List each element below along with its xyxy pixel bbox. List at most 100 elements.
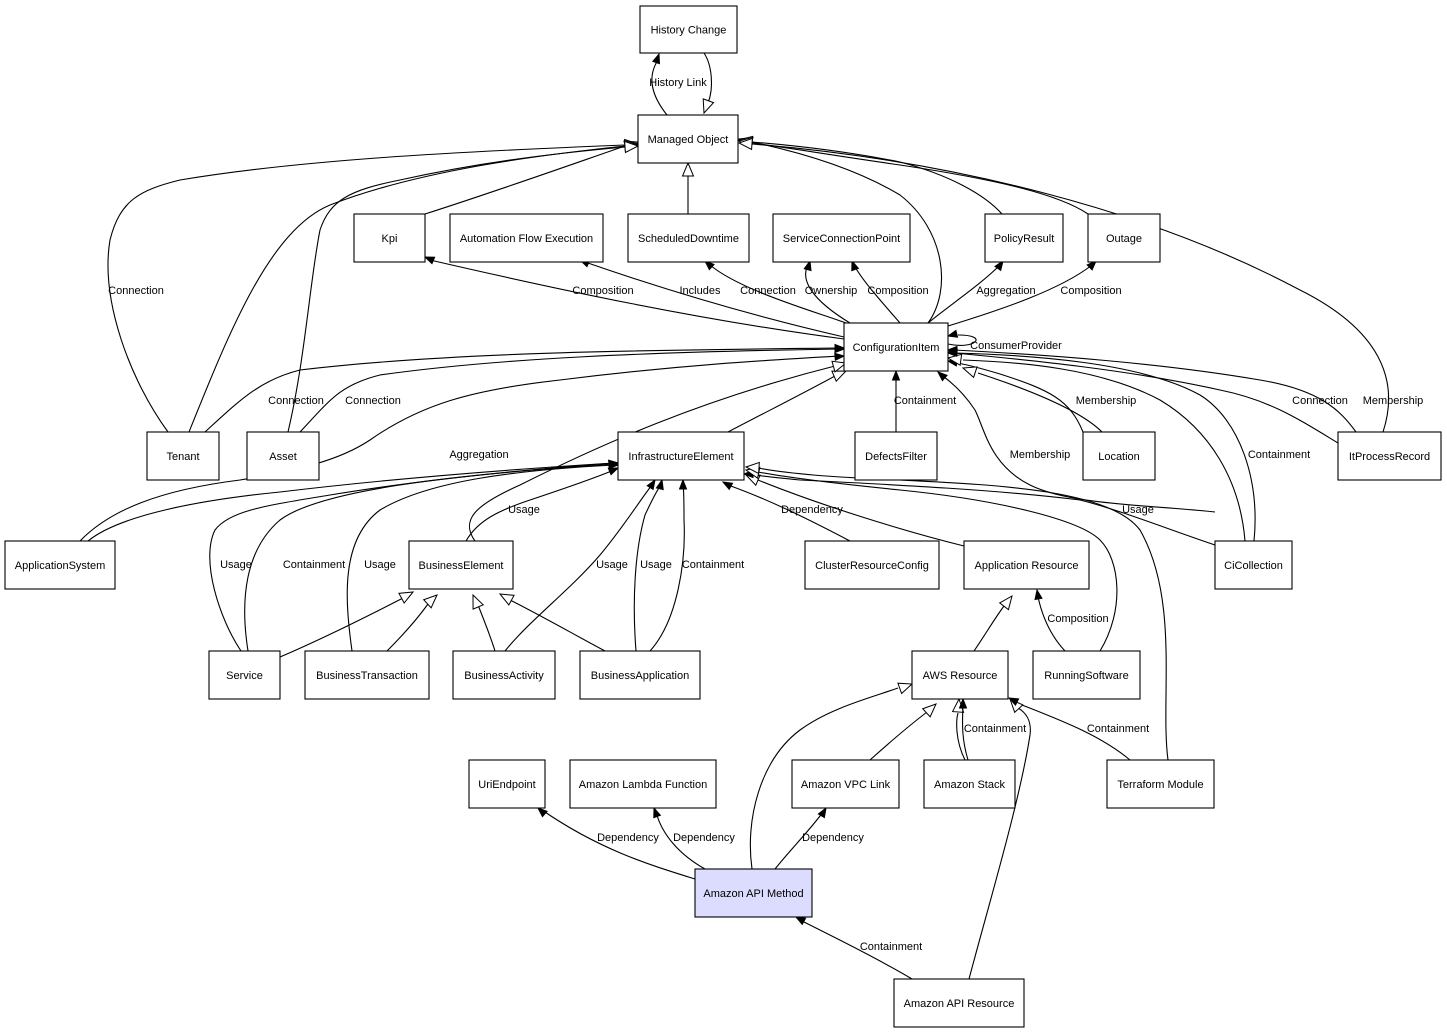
node-box bbox=[637, 114, 739, 164]
edge-terraform-module-to-aws-resource bbox=[1007, 697, 1131, 761]
node-box bbox=[1106, 759, 1215, 809]
node-label: ScheduledDowntime bbox=[638, 233, 739, 245]
edge-line bbox=[956, 712, 966, 761]
edge-line bbox=[947, 334, 977, 346]
node-box bbox=[963, 540, 1090, 590]
node-cluster-resource-config[interactable]: ClusterResourceConfig bbox=[804, 540, 940, 590]
edge-label: Containment bbox=[894, 395, 956, 407]
edge-business-activity-to-infrastructure-element bbox=[504, 478, 656, 652]
node-kpi[interactable]: Kpi bbox=[353, 213, 426, 263]
node-history-change[interactable]: History Change bbox=[639, 5, 738, 54]
edge-configuration-item-to-service-connection-point bbox=[851, 259, 901, 324]
node-business-transaction[interactable]: BusinessTransaction bbox=[304, 650, 430, 700]
edge-line bbox=[633, 484, 662, 652]
node-box bbox=[1082, 431, 1156, 481]
association-arrowhead bbox=[536, 807, 548, 818]
node-box bbox=[923, 759, 1016, 809]
node-configuration-item[interactable]: ConfigurationItem bbox=[843, 322, 949, 372]
edge-line bbox=[727, 375, 836, 433]
edge-it-process-record-to-configuration-item bbox=[946, 348, 1339, 444]
node-box bbox=[843, 322, 949, 372]
node-box bbox=[408, 540, 514, 590]
edge-label: Containment bbox=[860, 941, 922, 953]
edge-amazon-stack-to-aws-resource bbox=[958, 697, 969, 761]
node-application-resource[interactable]: Application Resource bbox=[963, 540, 1090, 590]
edge-label: Connection bbox=[268, 395, 324, 407]
node-label: Amazon API Resource bbox=[904, 998, 1015, 1010]
edge-business-activity-to-business-element bbox=[472, 593, 496, 652]
edge-service-to-business-element bbox=[279, 591, 415, 658]
node-application-system[interactable]: ApplicationSystem bbox=[4, 540, 116, 590]
inheritance-arrowhead bbox=[897, 682, 914, 695]
edge-line bbox=[751, 141, 1003, 215]
node-box bbox=[1214, 540, 1293, 590]
inheritance-arrowhead bbox=[998, 594, 1013, 611]
edge-business-element-to-infrastructure-element bbox=[465, 467, 620, 542]
node-amazon-api-method[interactable]: Amazon API Method bbox=[694, 868, 813, 918]
edge-line bbox=[709, 264, 847, 324]
edge-line bbox=[951, 361, 1084, 433]
edge-amazon-api-method-to-uri-endpoint bbox=[536, 807, 696, 880]
node-label: Amazon VPC Link bbox=[801, 779, 891, 791]
node-amazon-vpc-link[interactable]: Amazon VPC Link bbox=[791, 759, 900, 809]
edge-label: History Link bbox=[649, 77, 707, 89]
edge-line bbox=[757, 479, 965, 547]
edge-it-process-record-to-configuration-item bbox=[946, 345, 1357, 433]
node-infrastructure-element[interactable]: InfrastructureElement bbox=[617, 431, 745, 481]
node-box bbox=[893, 978, 1025, 1028]
node-amazon-api-resource[interactable]: Amazon API Resource bbox=[893, 978, 1025, 1028]
edge-line bbox=[79, 355, 841, 542]
node-ci-collection[interactable]: CiCollection bbox=[1214, 540, 1293, 590]
edge-line bbox=[799, 919, 913, 980]
edge-label: Aggregation bbox=[449, 449, 508, 461]
node-it-process-record[interactable]: ItProcessRecord bbox=[1337, 431, 1442, 481]
node-automation-flow-execution[interactable]: Automation Flow Execution bbox=[449, 213, 604, 263]
node-terraform-module[interactable]: Terraform Module bbox=[1106, 759, 1215, 809]
node-managed-object[interactable]: Managed Object bbox=[637, 114, 739, 164]
node-business-application[interactable]: BusinessApplication bbox=[579, 650, 701, 700]
node-amazon-lambda-function[interactable]: Amazon Lambda Function bbox=[569, 759, 717, 809]
association-arrowhead bbox=[958, 697, 968, 709]
inheritance-arrowhead bbox=[961, 366, 978, 379]
node-amazon-stack[interactable]: Amazon Stack bbox=[923, 759, 1016, 809]
node-service-connection-point[interactable]: ServiceConnectionPoint bbox=[772, 213, 911, 263]
node-business-element[interactable]: BusinessElement bbox=[408, 540, 514, 590]
node-tenant[interactable]: Tenant bbox=[146, 431, 220, 481]
edge-configuration-item-to-policy-result bbox=[927, 259, 1004, 324]
edge-label: ConsumerProvider bbox=[970, 340, 1062, 352]
edge-label: Usage bbox=[596, 559, 628, 571]
node-asset[interactable]: Asset bbox=[246, 431, 320, 481]
node-box bbox=[208, 650, 281, 700]
node-defects-filter[interactable]: DefectsFilter bbox=[854, 431, 938, 481]
edge-line bbox=[584, 261, 845, 338]
edge-label: Connection bbox=[108, 285, 164, 297]
node-box bbox=[694, 868, 813, 918]
edge-label: Containment bbox=[964, 723, 1026, 735]
inheritance-arrowhead bbox=[921, 703, 937, 718]
node-policy-result[interactable]: PolicyResult bbox=[984, 213, 1064, 263]
node-box bbox=[911, 650, 1009, 700]
node-business-activity[interactable]: BusinessActivity bbox=[452, 650, 556, 700]
edge-it-process-record-to-managed-object bbox=[737, 137, 1390, 433]
node-uri-endpoint[interactable]: UriEndpoint bbox=[468, 759, 546, 809]
node-service[interactable]: Service bbox=[208, 650, 281, 700]
edge-line bbox=[943, 376, 1216, 513]
node-label: DefectsFilter bbox=[865, 451, 927, 463]
edge-line bbox=[287, 146, 626, 433]
node-aws-resource[interactable]: AWS Resource bbox=[911, 650, 1009, 700]
node-label: RunningSoftware bbox=[1044, 670, 1128, 682]
node-location[interactable]: Location bbox=[1082, 431, 1156, 481]
inheritance-arrowhead bbox=[946, 353, 963, 366]
edge-label: Composition bbox=[1060, 285, 1121, 297]
edge-configuration-item-to-outage bbox=[947, 260, 1097, 327]
node-label: ClusterResourceConfig bbox=[815, 560, 929, 572]
node-outage[interactable]: Outage bbox=[1087, 213, 1161, 263]
association-arrowhead bbox=[936, 371, 948, 382]
association-arrowhead bbox=[655, 478, 664, 491]
edge-line bbox=[953, 349, 1357, 433]
node-running-software[interactable]: RunningSoftware bbox=[1032, 650, 1141, 700]
node-scheduled-downtime[interactable]: ScheduledDowntime bbox=[627, 213, 750, 263]
edge-asset-to-configuration-item bbox=[299, 344, 846, 433]
node-label: History Change bbox=[651, 24, 727, 36]
edge-line bbox=[509, 599, 606, 652]
